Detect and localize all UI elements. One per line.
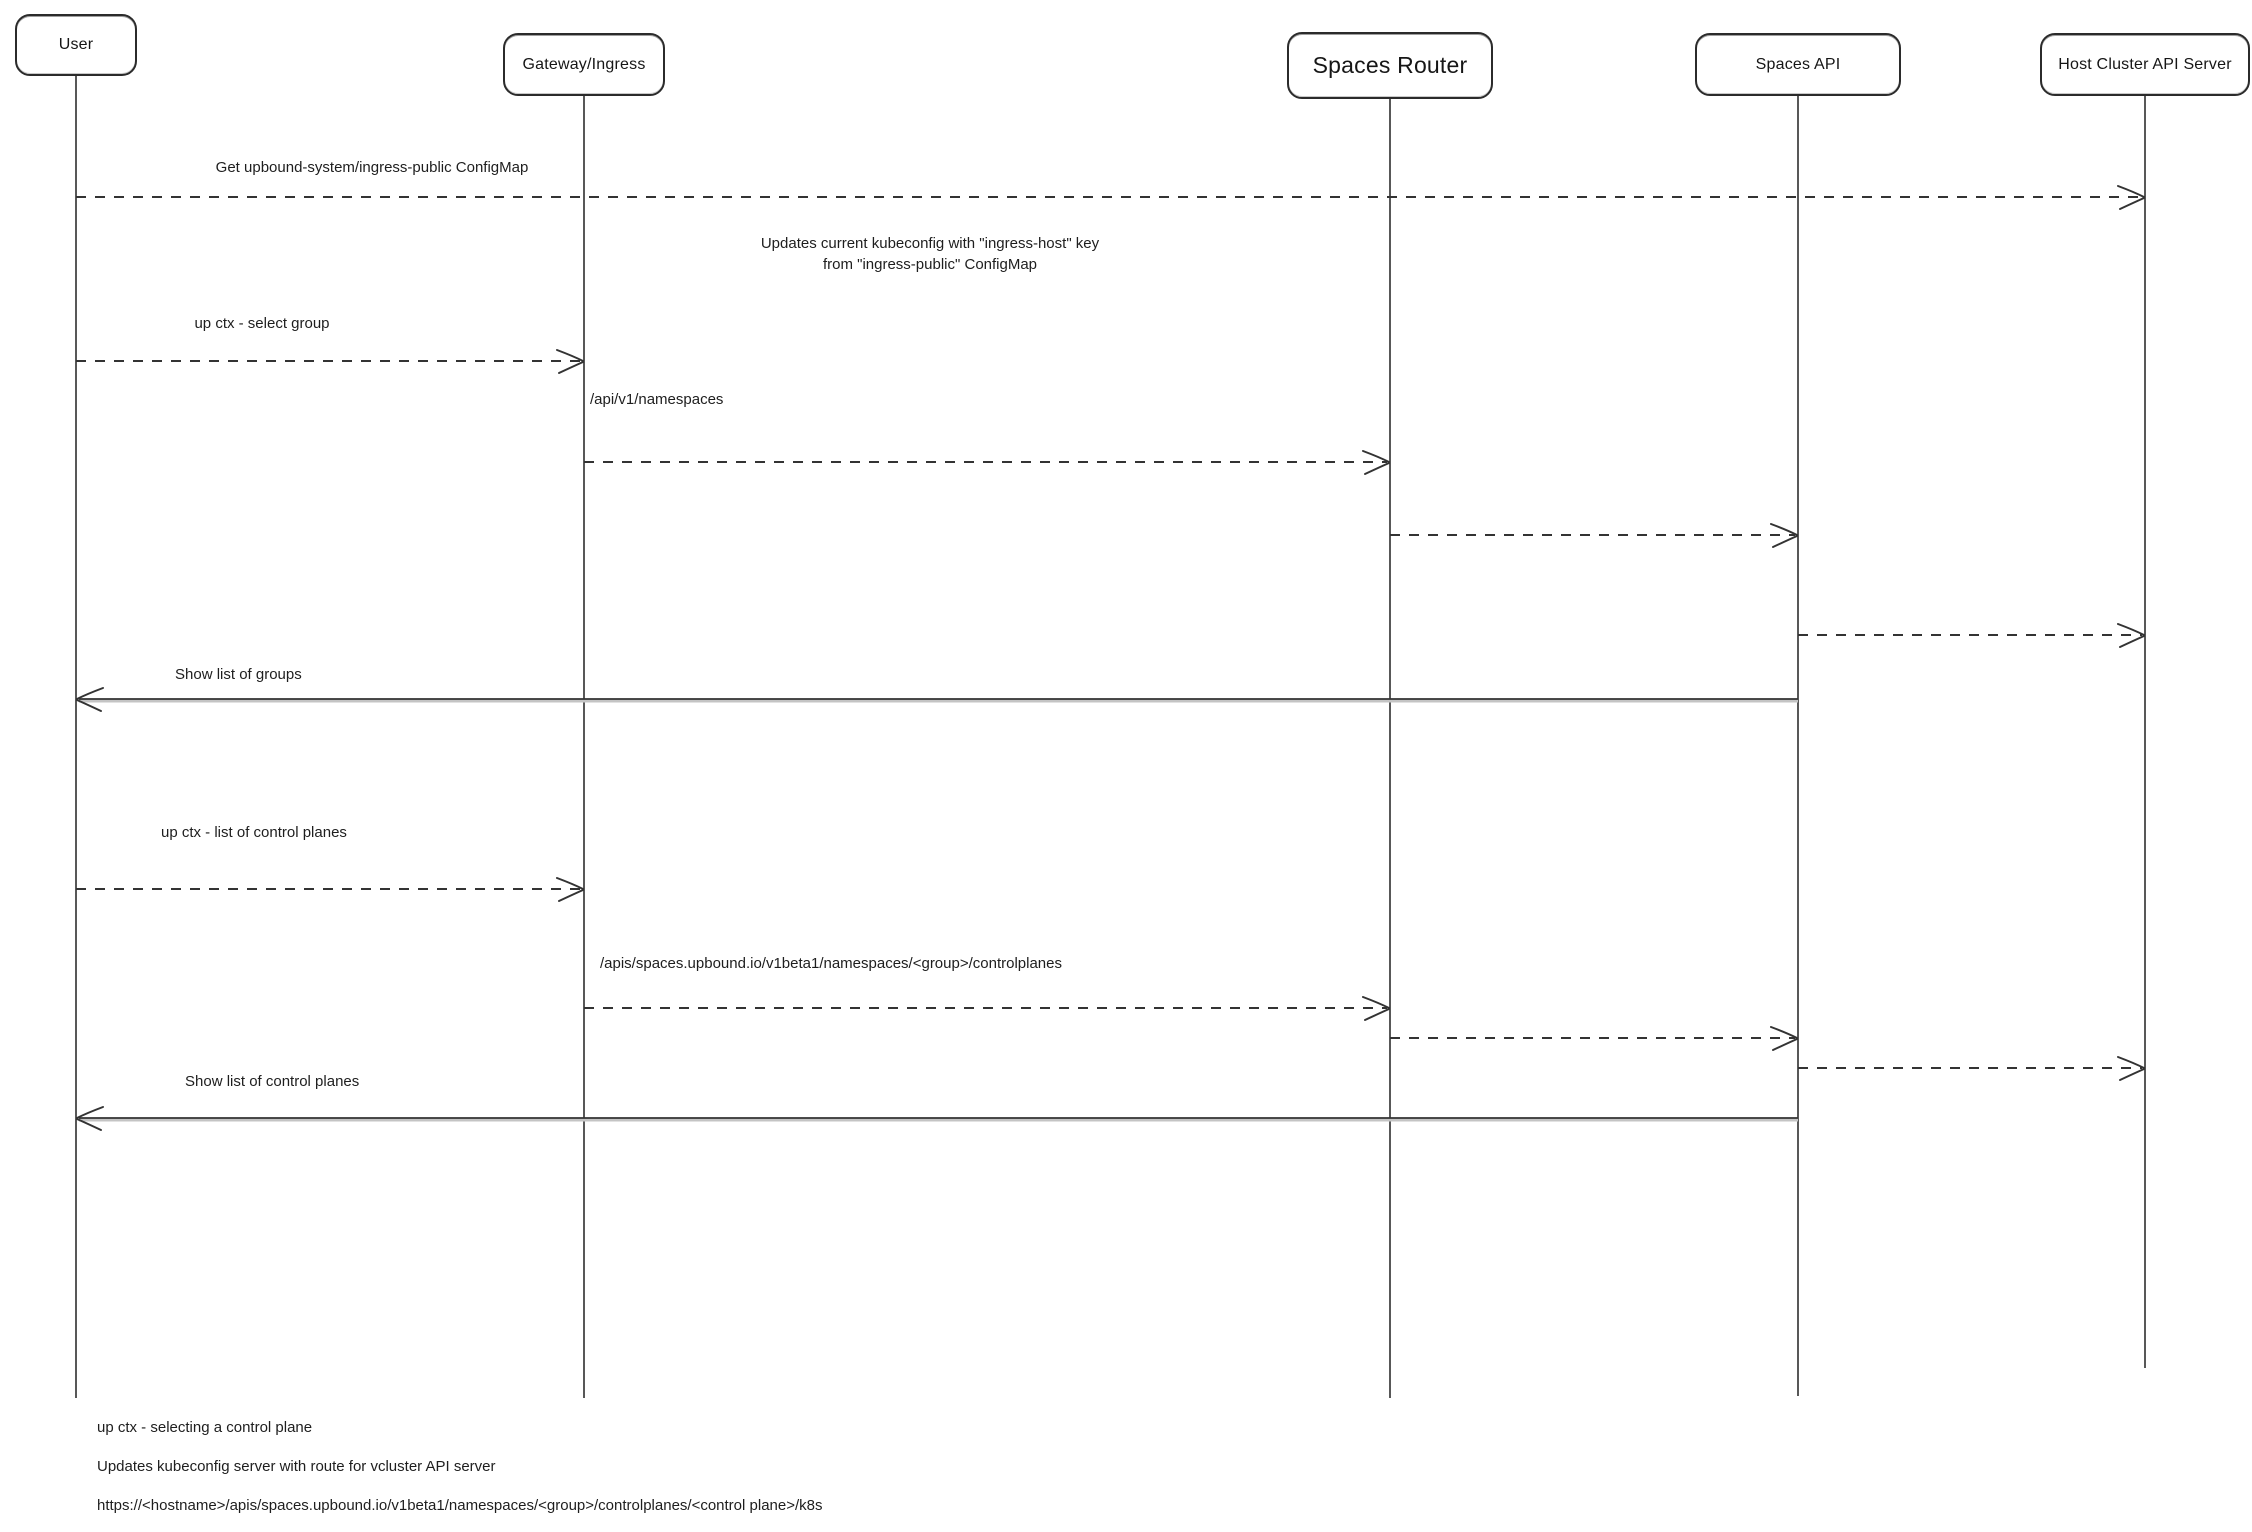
note-line-0-0: Updates current kubeconfig with "ingress…	[760, 235, 1100, 252]
message-label-2: /api/v1/namespaces	[590, 391, 724, 408]
actor-box-user: User	[15, 14, 137, 76]
message-label-7: /apis/spaces.upbound.io/v1beta1/namespac…	[600, 955, 1062, 972]
actor-box-gateway: Gateway/Ingress	[503, 33, 665, 96]
actor-label-user: User	[58, 36, 94, 53]
actor-label-host: Host Cluster API Server	[2058, 55, 2232, 73]
actor-box-api: Spaces API	[1695, 33, 1901, 96]
arrowhead-9	[2117, 1056, 2145, 1081]
arrowhead-7	[1362, 996, 1390, 1021]
message-label-1: up ctx - select group	[194, 315, 330, 332]
footer-line-1: Updates kubeconfig server with route for…	[97, 1458, 496, 1475]
arrowhead-3	[1770, 523, 1798, 548]
actor-label-gateway: Gateway/Ingress	[522, 55, 646, 73]
actor-label-router: Spaces Router	[1312, 52, 1468, 78]
message-label-10: Show list of control planes	[185, 1073, 360, 1090]
message-label-5: Show list of groups	[175, 666, 302, 683]
actor-label-api: Spaces API	[1755, 55, 1841, 73]
arrowhead-4	[2117, 623, 2145, 648]
arrowhead-8	[1770, 1026, 1798, 1051]
arrowhead-1	[556, 349, 584, 374]
arrowhead-0	[2117, 185, 2145, 210]
actor-box-host: Host Cluster API Server	[2040, 33, 2250, 96]
message-label-0: Get upbound-system/ingress-public Config…	[215, 159, 529, 176]
note-line-0-1: from "ingress-public" ConfigMap	[822, 256, 1038, 273]
arrowhead-2	[1362, 450, 1390, 475]
actor-box-router: Spaces Router	[1287, 32, 1493, 99]
arrowhead-6	[556, 877, 584, 902]
arrowhead-10	[76, 1106, 104, 1131]
footer-line-2: https://<hostname>/apis/spaces.upbound.i…	[97, 1497, 823, 1514]
arrowhead-5	[76, 687, 104, 712]
message-label-6: up ctx - list of control planes	[161, 824, 347, 841]
footer-line-0: up ctx - selecting a control plane	[97, 1419, 313, 1436]
